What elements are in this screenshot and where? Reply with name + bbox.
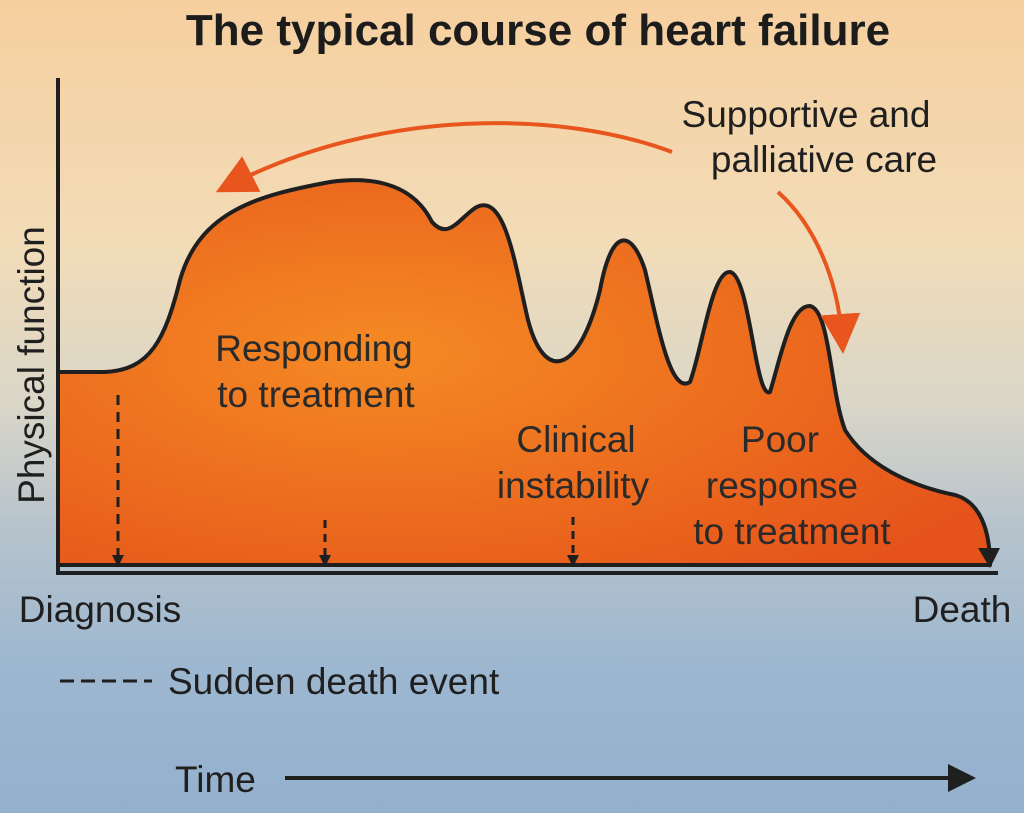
diagram-title: The typical course of heart failure <box>186 6 890 55</box>
palliative-care-arrow-right <box>776 190 861 354</box>
responding-label-line1: Responding <box>215 328 412 369</box>
palliative-care-arrow-left <box>215 121 673 193</box>
responding-label-line2: to treatment <box>217 374 415 415</box>
instability-label-line1: Clinical <box>516 419 635 460</box>
diagnosis-label: Diagnosis <box>19 589 181 630</box>
time-label: Time <box>175 759 256 800</box>
death-label: Death <box>913 589 1012 630</box>
physical-function-area <box>56 178 992 567</box>
time-arrowhead <box>948 764 976 792</box>
poor-response-label-line3: to treatment <box>693 511 891 552</box>
poor-response-label-line1: Poor <box>741 419 819 460</box>
palliative-care-label-line1: Supportive and <box>682 94 931 135</box>
y-axis-label: Physical function <box>11 226 52 504</box>
instability-label-line2: instability <box>497 465 650 506</box>
palliative-care-label-line2: palliative care <box>711 139 937 180</box>
legend-sudden-death-label: Sudden death event <box>168 661 500 702</box>
poor-response-label-line2: response <box>706 465 858 506</box>
decline-arrowhead <box>978 548 1000 568</box>
